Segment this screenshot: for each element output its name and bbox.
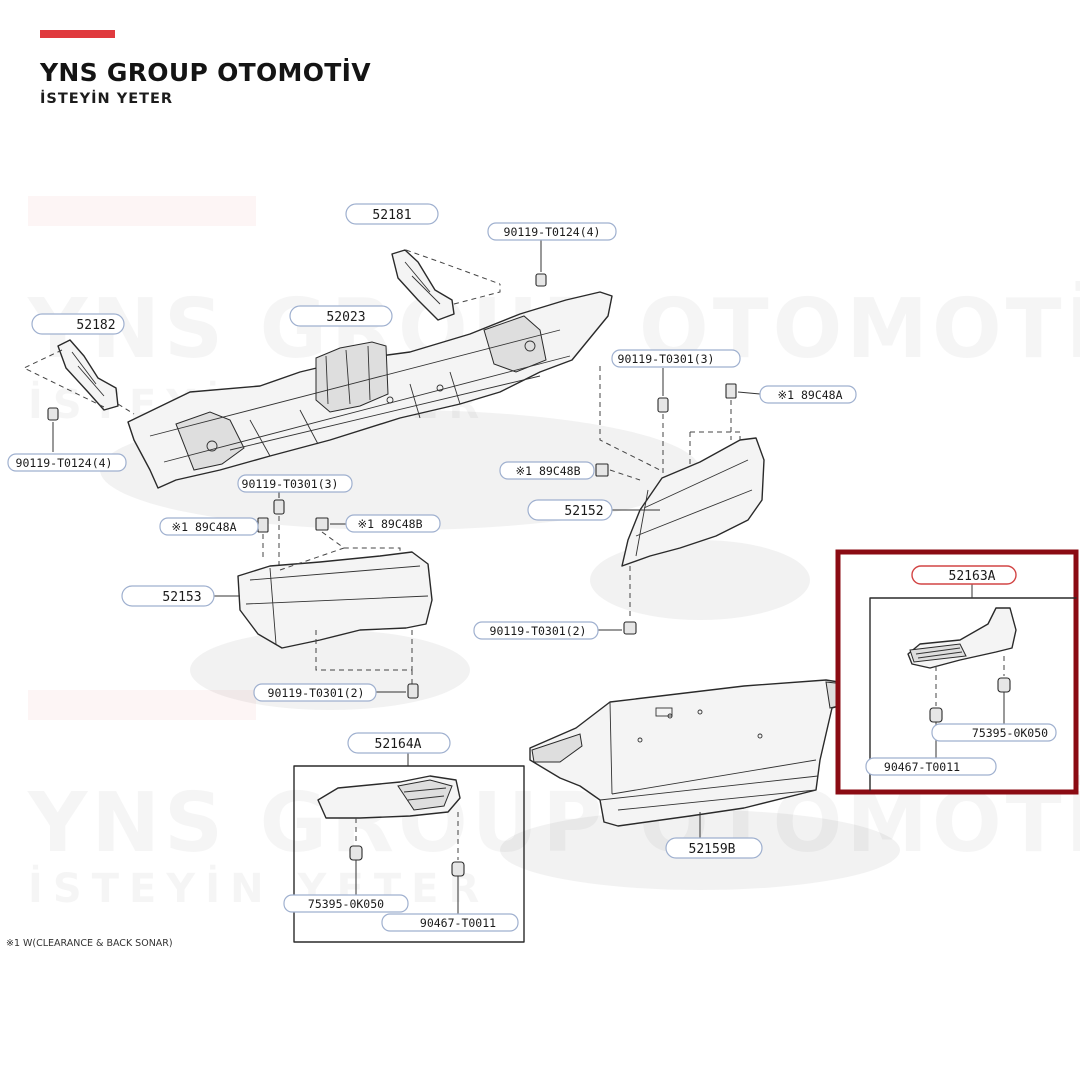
clip-89c48b-right (595, 463, 641, 481)
label-52153: 52153 (121, 585, 215, 607)
label-52164a: 52164A (347, 732, 451, 754)
label-89c48b-right: ※1 89C48B (499, 461, 595, 480)
label-75395-0k050-left: 75395-0K050 (283, 894, 409, 913)
label-90119-t0124-right: 90119-T0124(4) (487, 222, 617, 241)
svg-text:90119-T0301(2): 90119-T0301(2) (268, 686, 365, 700)
bolt-90119-t0301-3-left (273, 486, 285, 568)
svg-text:75395-0K050: 75395-0K050 (308, 897, 384, 911)
label-90119-t0301-2-right: 90119-T0301(2) (473, 621, 599, 640)
bolt-90119-t0124-right (535, 240, 547, 287)
brand-title: YNS GROUP OTOMOTİV (40, 58, 371, 87)
svg-text:52023: 52023 (326, 310, 365, 325)
clip-89c48a-left (257, 517, 269, 560)
part-52152-side-cover (599, 366, 765, 620)
clip-89c48a-right (725, 383, 761, 440)
label-52182: 52182 (31, 313, 125, 335)
label-90467-t0011-right: 90467-T0011 (865, 757, 997, 776)
label-52181: 52181 (345, 203, 439, 225)
svg-text:※1 89C48A: ※1 89C48A (777, 388, 842, 402)
part-52164a-step-pad (293, 752, 525, 943)
label-52152: 52152 (527, 499, 613, 521)
label-90119-t0124-left: 90119-T0124(4) (7, 453, 127, 472)
bolt-90119-t0301-2-right (598, 621, 637, 635)
svg-text:※1 89C48A: ※1 89C48A (171, 520, 236, 534)
footnote: ※1 W(CLEARANCE & BACK SONAR) (6, 938, 173, 949)
svg-text:90119-T0301(3): 90119-T0301(3) (618, 352, 715, 366)
label-89c48b-left: ※1 89C48B (345, 514, 441, 533)
label-90119-t0301-2-left: 90119-T0301(2) (253, 683, 377, 702)
shadow (590, 540, 810, 620)
brand-tagline: İSTEYİN YETER (40, 91, 174, 107)
svg-text:90119-T0124(4): 90119-T0124(4) (504, 225, 601, 239)
svg-text:52159B: 52159B (689, 842, 736, 857)
svg-text:90467-T0011: 90467-T0011 (420, 916, 496, 930)
svg-text:90119-T0301(3): 90119-T0301(3) (242, 477, 339, 491)
label-52023: 52023 (289, 305, 393, 327)
label-52163a: 52163A (911, 565, 1017, 585)
svg-text:52182: 52182 (76, 318, 115, 333)
svg-text:※1 89C48B: ※1 89C48B (357, 517, 422, 531)
svg-text:52163A: 52163A (949, 569, 996, 584)
label-52159b: 52159B (665, 837, 763, 859)
label-90467-t0011-left: 90467-T0011 (381, 913, 519, 932)
svg-text:52181: 52181 (372, 208, 411, 223)
svg-text:75395-0K050: 75395-0K050 (972, 726, 1048, 740)
svg-text:52164A: 52164A (375, 737, 422, 752)
label-89c48a-right: ※1 89C48A (759, 385, 857, 404)
bolt-90119-t0124-left (47, 407, 59, 452)
bolt-90119-t0301-3-right (657, 368, 669, 476)
svg-text:90467-T0011: 90467-T0011 (884, 760, 960, 774)
part-52153-side-cover (214, 547, 433, 684)
label-90119-t0301-3-right: 90119-T0301(3) (611, 349, 741, 368)
label-89c48a-left: ※1 89C48A (159, 517, 259, 536)
bolt-90119-t0301-2-left (376, 683, 419, 699)
brand-accent-bar (40, 30, 115, 38)
svg-text:90119-T0301(2): 90119-T0301(2) (490, 624, 587, 638)
svg-text:※1 89C48B: ※1 89C48B (515, 464, 580, 478)
svg-text:90119-T0124(4): 90119-T0124(4) (16, 456, 113, 470)
watermark-bar (28, 690, 256, 720)
part-52023-reinforcement (127, 291, 613, 489)
label-75395-0k050-right: 75395-0K050 (931, 723, 1057, 742)
watermark-bar (28, 196, 256, 226)
highlight-box-52163a (835, 549, 1079, 795)
svg-text:52152: 52152 (564, 504, 603, 519)
svg-text:52153: 52153 (162, 590, 201, 605)
part-52182-bracket (22, 339, 135, 415)
part-52181-bracket (391, 249, 501, 321)
label-90119-t0301-3-left: 90119-T0301(3) (237, 474, 353, 493)
